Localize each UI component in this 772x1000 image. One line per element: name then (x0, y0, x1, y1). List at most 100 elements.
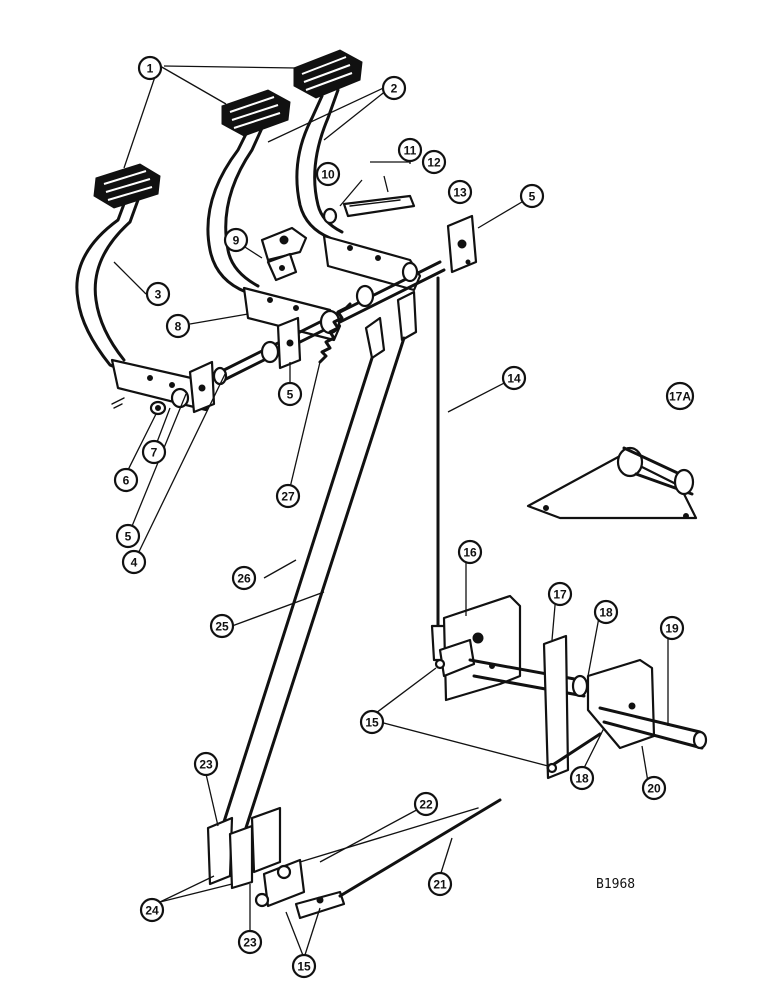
callout-label: 21 (433, 878, 447, 892)
washer-and-pin (111, 387, 190, 416)
callout-circle (223, 227, 249, 253)
callout-circle (457, 539, 483, 565)
callout-circle (141, 439, 167, 465)
callout-circle (275, 483, 301, 509)
bearing-bracket-right (446, 214, 478, 274)
callout-12: 12 (421, 149, 447, 175)
callout-15: 15 (359, 709, 385, 735)
callout-label: 26 (237, 572, 251, 586)
callout-2: 2 (381, 75, 407, 101)
callout-23: 23 (237, 929, 263, 955)
callout-label: 18 (575, 772, 589, 786)
callout-label: 16 (463, 546, 477, 560)
callout-group: 12355567489101112131417A2726251617181915… (113, 55, 695, 979)
callout-3: 3 (145, 281, 171, 307)
callout-15: 15 (291, 953, 317, 979)
callout-label: 25 (215, 620, 229, 634)
callout-label: 27 (281, 490, 295, 504)
callout-circle (569, 765, 595, 791)
callout-1: 1 (137, 55, 163, 81)
callout-label: 14 (507, 372, 521, 386)
callout-circle (137, 55, 163, 81)
clevis-pin-15 (434, 658, 446, 670)
callout-23: 23 (193, 751, 219, 777)
callout-16: 16 (457, 539, 483, 565)
callout-26: 26 (231, 565, 257, 591)
callout-label: 13 (453, 186, 467, 200)
callout-label: 3 (155, 288, 162, 302)
callout-circle (421, 149, 447, 175)
callout-circle (165, 313, 191, 339)
callout-label: 8 (175, 320, 182, 334)
callout-label: 15 (297, 960, 311, 974)
callout-circle (237, 929, 263, 955)
upper-clevises (364, 290, 418, 360)
callout-label: 4 (131, 556, 138, 570)
callout-circle (427, 871, 453, 897)
callout-circle (209, 613, 235, 639)
callout-circle (145, 281, 171, 307)
callout-22: 22 (413, 791, 439, 817)
callout-circle (447, 179, 473, 205)
callout-label: 12 (427, 156, 441, 170)
callout-circle (193, 751, 219, 777)
callout-13: 13 (447, 179, 473, 205)
bearing-bracket-left (188, 360, 216, 414)
callout-circle (519, 183, 545, 209)
callout-19: 19 (659, 615, 685, 641)
rod-21 (338, 798, 502, 898)
drawing-code: B1968 (596, 877, 635, 892)
callout-18: 18 (569, 765, 595, 791)
leader-lines (113, 61, 669, 959)
pedal-pad-left (93, 163, 161, 209)
callout-circle (659, 615, 685, 641)
shaft-17 (468, 634, 586, 780)
bracket-17a (526, 446, 698, 520)
callout-circle (113, 467, 139, 493)
callout-label: 15 (365, 716, 379, 730)
callout-circle (665, 381, 695, 411)
callout-circle (413, 791, 439, 817)
callout-circle (315, 161, 341, 187)
callout-17a: 17A (665, 381, 695, 411)
callout-8: 8 (165, 313, 191, 339)
callout-7: 7 (141, 439, 167, 465)
callout-label: 5 (125, 530, 132, 544)
callout-circle (139, 897, 165, 923)
callout-circle (593, 599, 619, 625)
return-spring (318, 302, 352, 364)
callout-circle (115, 523, 141, 549)
callout-circle (121, 549, 147, 575)
callout-label: 7 (151, 446, 158, 460)
callout-14: 14 (501, 365, 527, 391)
callout-21: 21 (427, 871, 453, 897)
callout-label: 19 (665, 622, 679, 636)
callout-circle (381, 75, 407, 101)
rod-14 (430, 276, 450, 662)
callout-label: 2 (391, 82, 398, 96)
callout-circle (359, 709, 385, 735)
callout-label: 5 (287, 388, 294, 402)
callout-label: 5 (529, 190, 536, 204)
callout-label: 22 (419, 798, 433, 812)
callout-9: 9 (223, 227, 249, 253)
callout-label: 24 (145, 904, 159, 918)
pedal-arm-middle (206, 126, 342, 342)
callout-circle (641, 775, 667, 801)
lever-plate-16 (438, 594, 522, 702)
callout-6: 6 (113, 467, 139, 493)
callout-label: 20 (647, 782, 661, 796)
rod-22 (299, 807, 479, 863)
rod-26 (220, 356, 374, 830)
callout-circle (231, 565, 257, 591)
callout-11: 11 (397, 137, 423, 163)
callout-label: 18 (599, 606, 613, 620)
callout-label: 9 (233, 234, 240, 248)
callout-label: 17A (669, 390, 691, 404)
callout-label: 17 (553, 588, 567, 602)
callout-circle (397, 137, 423, 163)
callout-circle (501, 365, 527, 391)
bearing-bracket-middle (276, 316, 302, 370)
callout-24: 24 (139, 897, 165, 923)
